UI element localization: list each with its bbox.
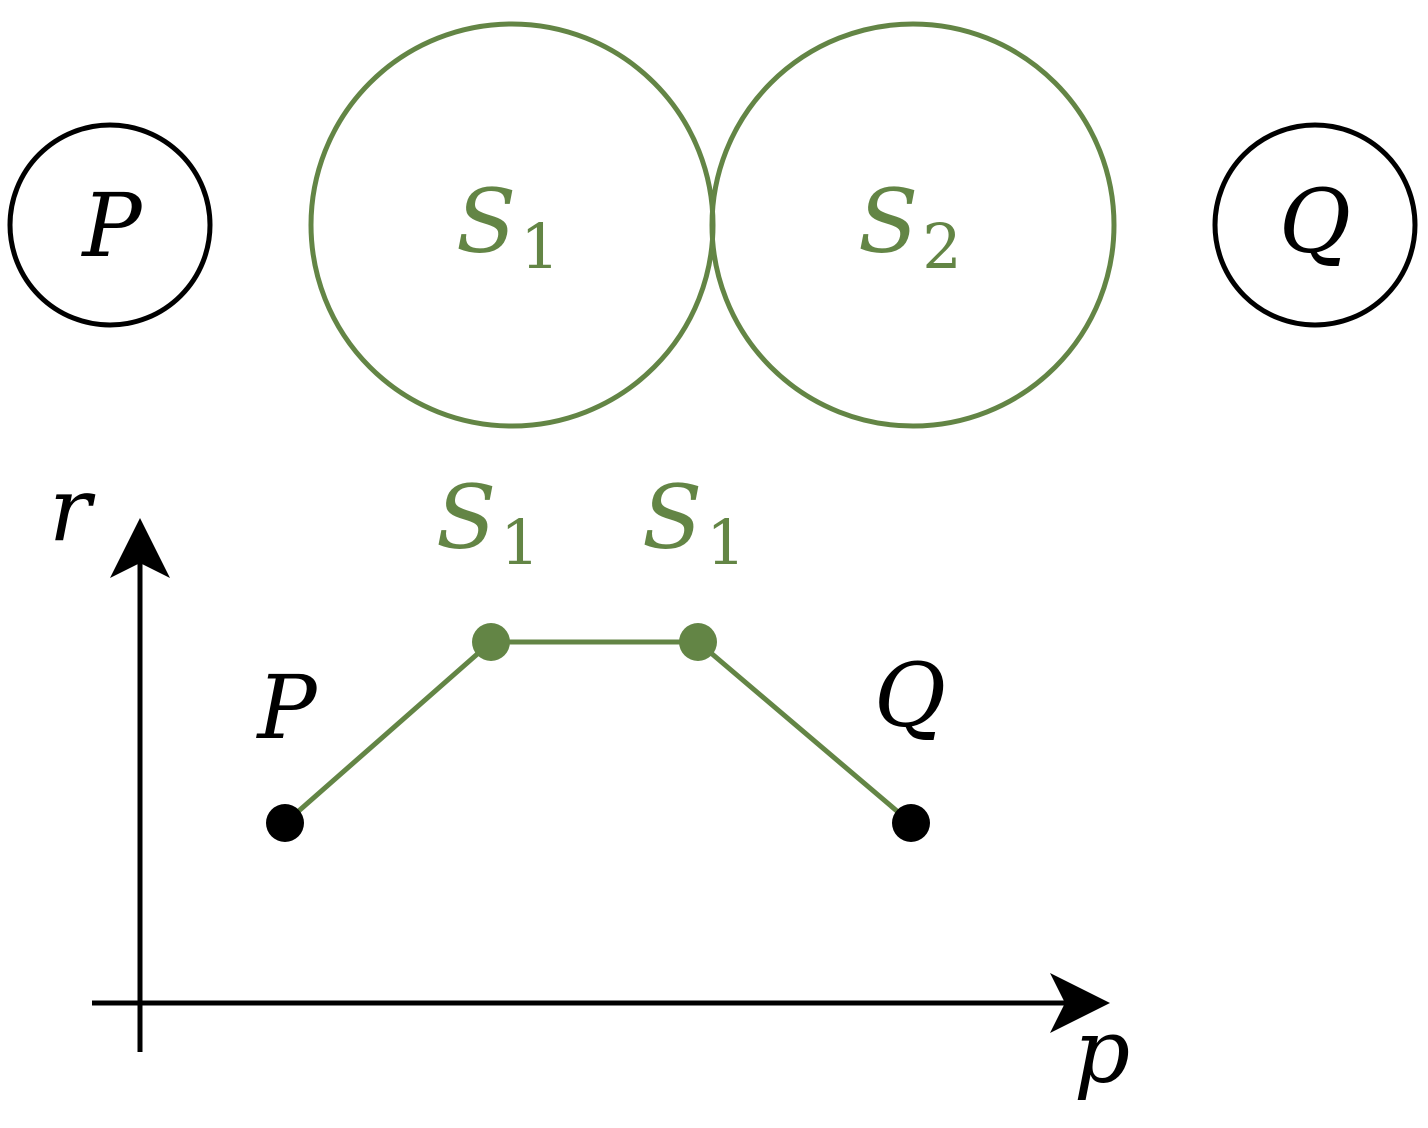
circle-s1-label: S1 [456,170,560,283]
point-s1-right [679,623,717,661]
circle-s2 [709,21,1117,429]
circle-s2-label: S2 [858,170,962,283]
point-p-label: P [255,656,318,759]
point-s1-left-label: S1 [436,466,540,579]
point-p [266,804,304,842]
circle-q-label: Q [1279,170,1351,273]
point-q [892,804,930,842]
circle-p-label: P [80,174,143,277]
path-line [283,639,913,825]
y-axis-label: r [49,458,96,561]
point-s1-left [472,623,510,661]
point-q-label: Q [874,644,946,747]
point-s1-right-label: S1 [642,466,746,579]
circle-q [1212,122,1418,328]
x-axis-label: p [1074,1000,1130,1103]
circle-p [7,122,213,328]
